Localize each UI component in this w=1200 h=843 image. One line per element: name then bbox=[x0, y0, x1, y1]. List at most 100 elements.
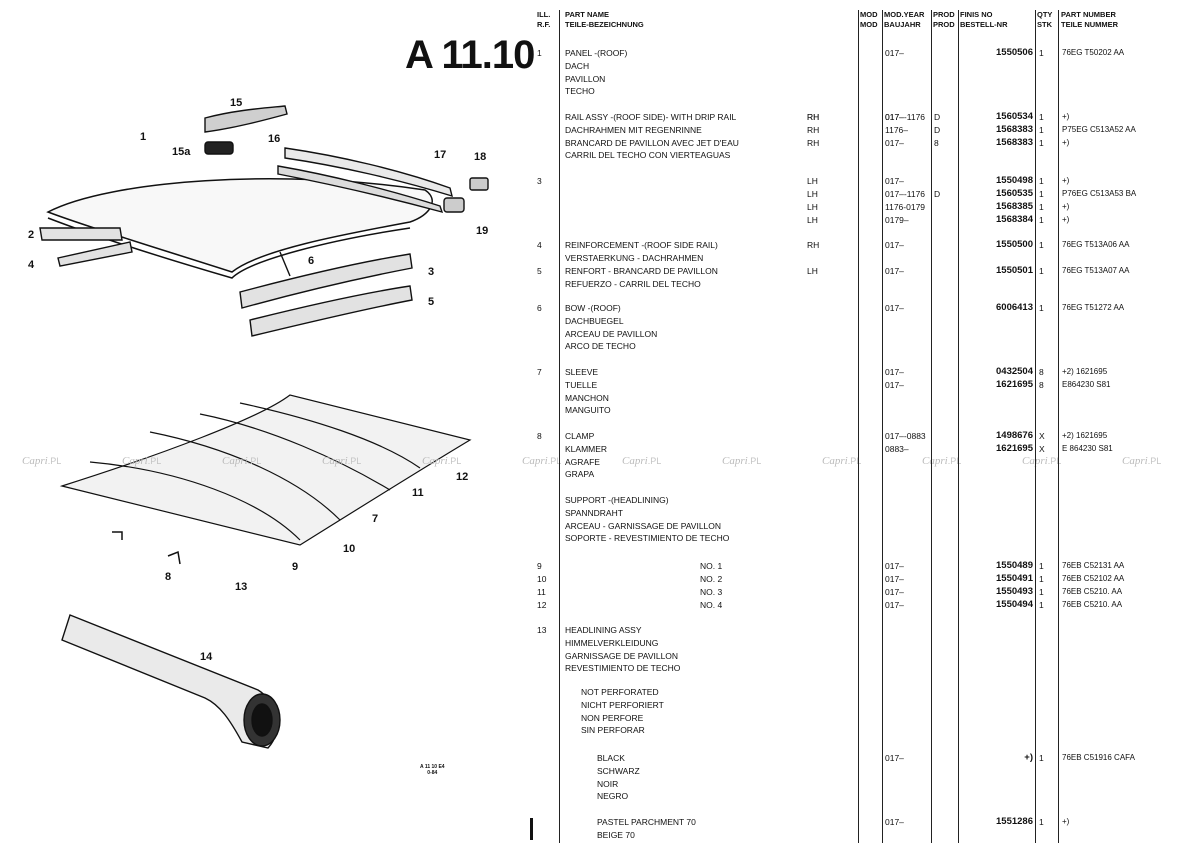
part-name-line: BRANCARD DE PAVILLON AVEC JET D'EAU bbox=[565, 137, 739, 148]
part-name-line: VERSTAERKUNG - DACHRAHMEN bbox=[565, 252, 704, 263]
headlining-illustration bbox=[59, 394, 472, 546]
cell-mod-year: 017– bbox=[885, 266, 904, 276]
header-qty: QTY STK bbox=[1037, 10, 1053, 29]
cell-part-number: +) bbox=[1062, 138, 1070, 147]
cell-finis-no: 1560535 bbox=[996, 188, 1033, 199]
cell-qty: 8 bbox=[1039, 367, 1044, 377]
cell-qty: 1 bbox=[1039, 753, 1044, 763]
part-name-line: PANEL -(ROOF) bbox=[565, 48, 628, 58]
part-name-line: AGRAFE bbox=[565, 456, 600, 467]
cell-finis-no: 1621695 bbox=[996, 443, 1033, 454]
cell-qty: 1 bbox=[1039, 189, 1044, 199]
cell-finis-no: 1498676 bbox=[996, 430, 1033, 441]
cell-side: RH bbox=[807, 138, 820, 148]
part-name-line: SCHWARZ bbox=[597, 765, 640, 776]
cell-finis-no: 1560534 bbox=[996, 111, 1033, 122]
cell-mod-year: 1176– bbox=[885, 125, 909, 135]
watermark: Capri.PL bbox=[1122, 455, 1162, 467]
cell-part-name: NO. 2 bbox=[700, 573, 722, 586]
cell-mod-year: 017– bbox=[885, 574, 904, 584]
cell-part-number: P75EG C513A52 AA bbox=[1062, 125, 1136, 134]
cell-ref: 10 bbox=[537, 574, 547, 584]
cell-finis-no: 6006413 bbox=[996, 302, 1033, 313]
drawing-reference: A 11 10 E4 0-84 bbox=[420, 764, 445, 776]
cell-mod-year: 017– bbox=[885, 240, 904, 250]
callout-numbers: 1 15 16 15a 17 18 19 2 4 6 3 5 12 11 7 1… bbox=[28, 97, 488, 663]
watermark: Capri.PL bbox=[122, 455, 162, 467]
cell-side: LH bbox=[807, 266, 818, 276]
part-name-line: ARCEAU - GARNISSAGE DE PAVILLON bbox=[565, 520, 722, 531]
cell-part-name: NO. 4 bbox=[700, 599, 722, 612]
cell-qty: 1 bbox=[1039, 266, 1044, 276]
cell-finis-no: 0432504 bbox=[996, 366, 1033, 377]
cell-part-number: +2) 1621695 bbox=[1062, 431, 1108, 440]
cell-part-number: 76EB C5210. AA bbox=[1062, 587, 1123, 596]
part-name-line: BLACK bbox=[597, 753, 625, 763]
cell-ref: 9 bbox=[537, 561, 542, 571]
watermark: Capri.PL bbox=[422, 455, 462, 467]
cell-part-name: CLAMP KLAMMER AGRAFE GRAPA bbox=[565, 430, 607, 481]
cell-finis-no: 1568383 bbox=[996, 137, 1033, 148]
cell-part-number: 76EG T51272 AA bbox=[1062, 303, 1125, 312]
cell-finis-no: 1550501 bbox=[996, 265, 1033, 276]
cell-ref: 6 bbox=[537, 303, 542, 313]
part-name-line: NO. 1 bbox=[700, 561, 723, 571]
cell-finis-no: 1550489 bbox=[996, 560, 1033, 571]
cell-part-number: E 864230 S81 bbox=[1062, 444, 1113, 453]
part-name-line: NOIR bbox=[597, 778, 619, 789]
cell-part-number: P76EG C513A53 BA bbox=[1062, 189, 1137, 198]
cell-qty: 1 bbox=[1039, 587, 1044, 597]
callout-label: 13 bbox=[235, 581, 247, 593]
part-name-line: NO. 3 bbox=[700, 587, 723, 597]
callout-label: 16 bbox=[268, 133, 280, 145]
cell-qty: 1 bbox=[1039, 125, 1044, 135]
callout-label: 12 bbox=[456, 471, 468, 483]
part-name-line: MANCHON bbox=[565, 392, 609, 403]
cell-qty: 1 bbox=[1039, 240, 1044, 250]
cell-prod: D bbox=[934, 125, 941, 135]
cell-part-number: 76EG T50202 AA bbox=[1062, 48, 1125, 57]
cell-prod: D bbox=[934, 189, 941, 199]
part-name-line: KLAMMER bbox=[565, 443, 608, 454]
roof-reinforcement-illustration bbox=[39, 227, 413, 337]
cell-mod-year: 017– bbox=[885, 817, 904, 827]
callout-label: 9 bbox=[292, 561, 298, 573]
callout-label: 18 bbox=[474, 151, 486, 163]
cell-qty: 1 bbox=[1039, 202, 1044, 212]
cell-mod-year: 017– bbox=[885, 48, 904, 58]
callout-label: 8 bbox=[165, 571, 171, 583]
header-ref: ILL. R.F. bbox=[537, 10, 551, 29]
callout-label: 1 bbox=[140, 131, 146, 143]
cell-ref: 4 bbox=[537, 240, 542, 250]
cell-qty: 1 bbox=[1039, 817, 1044, 827]
part-name-line: PAVILLON bbox=[565, 73, 606, 84]
exploded-parts-diagram: 1 15 16 15a 17 18 19 2 4 6 3 5 12 11 7 1… bbox=[28, 97, 489, 749]
cell-part-number: +2) 1621695 bbox=[1062, 367, 1108, 376]
watermark: Capri.PL bbox=[622, 455, 662, 467]
callout-label: 11 bbox=[412, 487, 424, 499]
part-name-line: NICHT PERFORIERT bbox=[581, 699, 664, 710]
cell-qty: 1 bbox=[1039, 48, 1044, 58]
cell-finis-no: 1550506 bbox=[996, 47, 1033, 58]
cell-mod-year: 017– bbox=[885, 367, 904, 377]
cell-mod-year: 017– bbox=[885, 176, 904, 186]
header-part-name: PART NAME TEILE-BEZEICHNUNG bbox=[565, 10, 644, 29]
cell-qty: 1 bbox=[1039, 215, 1044, 225]
cell-qty: 1 bbox=[1039, 600, 1044, 610]
cell-part-number: +) bbox=[1062, 202, 1070, 211]
part-name-line: BEIGE 70 bbox=[597, 829, 635, 840]
part-name-line: NO. 2 bbox=[700, 574, 723, 584]
cell-mod-year: 017–-1176 bbox=[885, 112, 926, 122]
cell-mod-year: 017–-0883 bbox=[885, 431, 926, 441]
cell-mod-year: 017– bbox=[885, 138, 904, 148]
revision-bar bbox=[530, 818, 533, 840]
part-name-line: CLAMP bbox=[565, 431, 595, 441]
part-name-line: GRAPA bbox=[565, 469, 595, 480]
watermark: Capri.PL bbox=[222, 455, 262, 467]
cell-side: RH bbox=[807, 240, 820, 250]
cell-qty: 1 bbox=[1039, 138, 1044, 148]
cell-mod-year: 0179– bbox=[885, 215, 909, 225]
